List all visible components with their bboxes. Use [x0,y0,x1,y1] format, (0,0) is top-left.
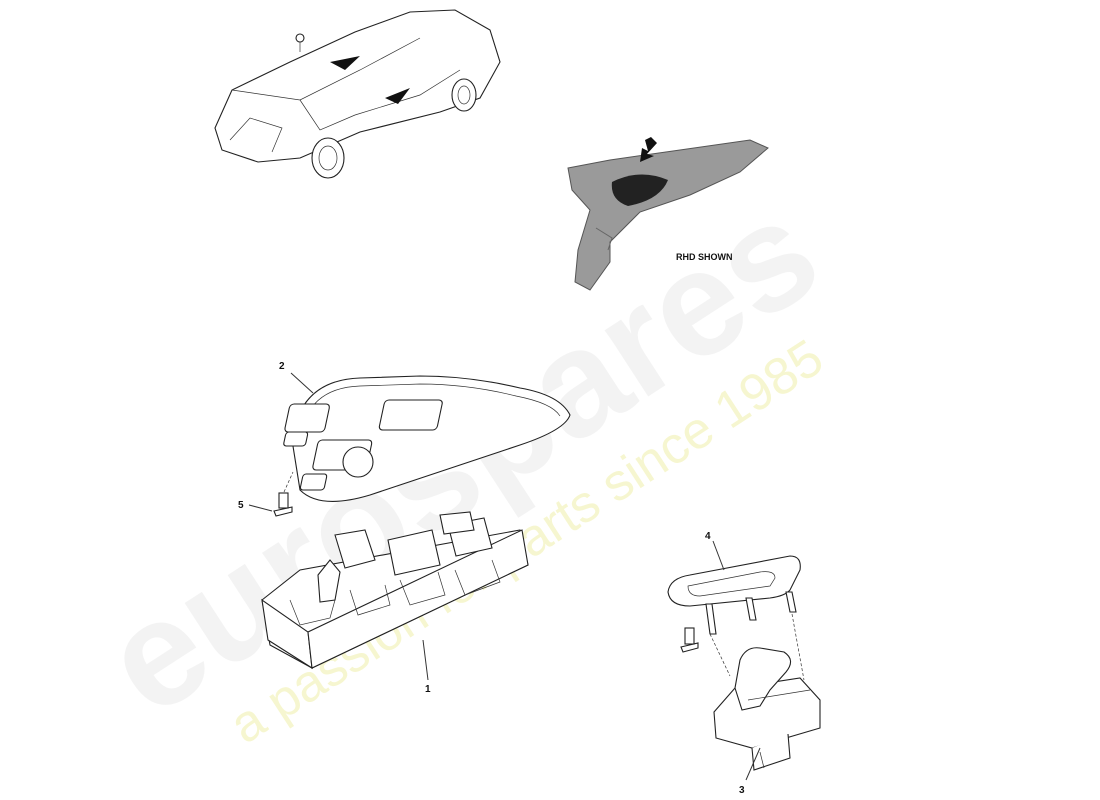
rhd-shown-note: RHD SHOWN [676,252,733,262]
single-switch-part [713,647,821,771]
leader-lines [248,372,761,781]
callout-4: 4 [705,531,711,542]
switch-pack-part [261,511,529,670]
armrest-location-detail: RHD SHOWN [567,137,769,291]
switch-bezel-part [283,375,571,502]
callout-2: 2 [279,361,285,372]
screw-part [273,471,294,517]
bezel-screw-part [680,627,699,653]
single-switch-bezel-part [667,555,805,681]
arrow-down-icon [640,137,657,162]
callout-3: 3 [739,785,745,796]
callout-1: 1 [425,684,431,695]
callout-5: 5 [238,500,244,511]
car-overview-icon [214,9,501,179]
